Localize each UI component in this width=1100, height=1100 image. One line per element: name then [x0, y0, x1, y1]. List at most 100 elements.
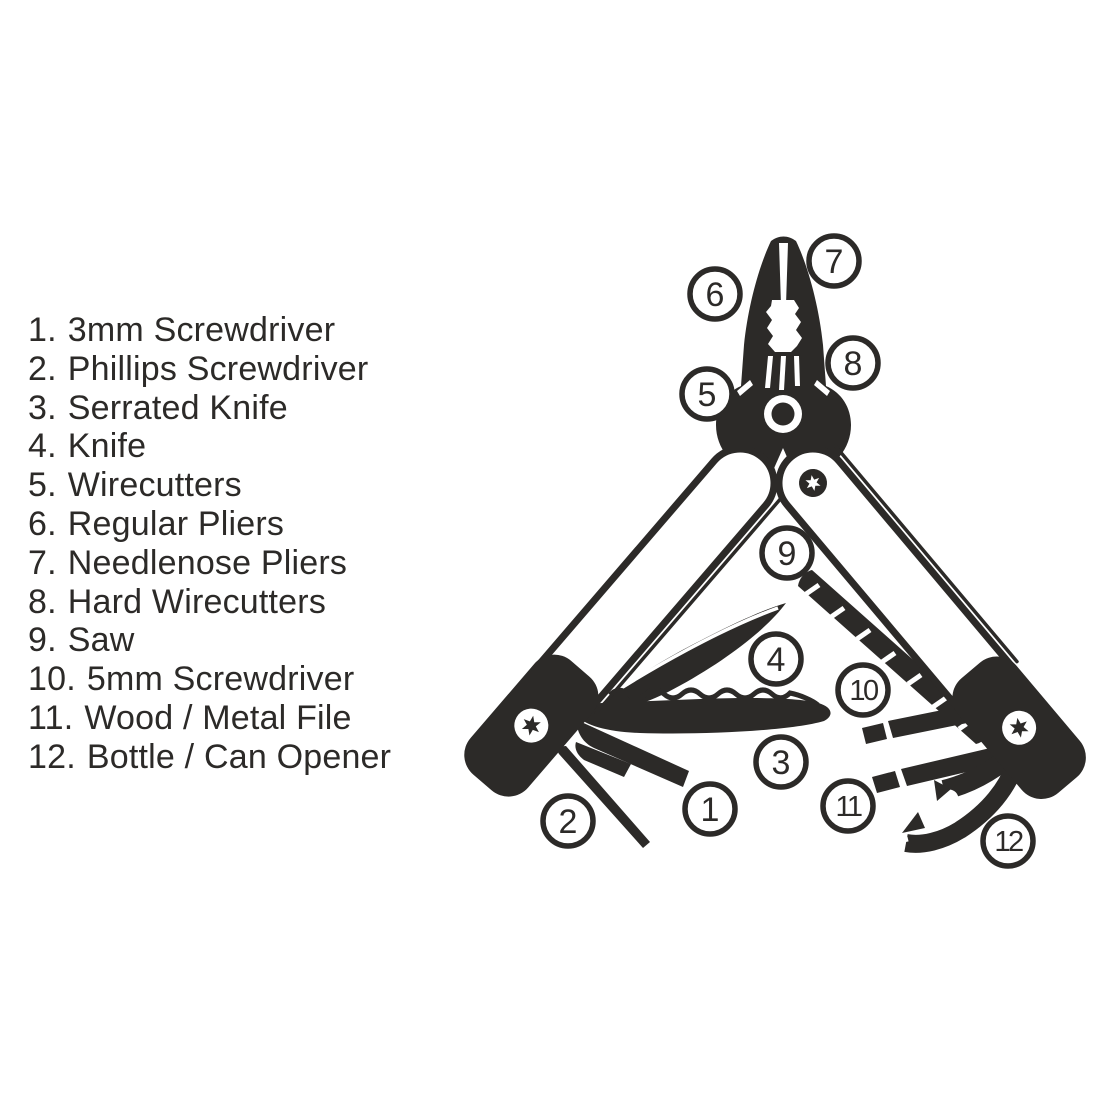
handle-edge-line: [594, 497, 782, 715]
legend-item-label: Serrated Knife: [67, 388, 288, 427]
callout-number: 5: [698, 376, 717, 414]
phillips-shaft: [557, 746, 650, 848]
legend-item-number: 12.: [28, 737, 76, 776]
legend-item: 4.Knife: [28, 427, 391, 466]
callout-8: 8: [825, 335, 881, 391]
callout-circle: [825, 335, 881, 391]
phillips-screwdriver: [557, 746, 650, 848]
callout-number: 4: [767, 641, 786, 679]
legend-item-number: 6.: [28, 504, 57, 543]
callout-6: 6: [687, 266, 743, 322]
callout-number: 9: [778, 535, 797, 573]
legend-item-label: 3mm Screwdriver: [67, 311, 336, 349]
callout-4: 4: [748, 631, 804, 687]
callout-number: 7: [825, 243, 844, 281]
legend-item-number: 9.: [28, 621, 57, 660]
legend-item: 1. 3mm Screwdriver: [28, 311, 391, 350]
callout-circle: [835, 662, 891, 718]
serrated-knife-blade: [578, 687, 831, 734]
legend-item-label: Bottle / Can Opener: [86, 737, 392, 776]
jaw-gap-slit: [779, 243, 788, 305]
file-tip: [872, 771, 900, 793]
callout-2: 2: [540, 793, 596, 849]
file-shaft: [901, 745, 1009, 786]
callout-number: 6: [706, 276, 725, 314]
callout-number: 12: [994, 826, 1023, 858]
callout-3: 3: [753, 734, 809, 790]
legend-item-label: Regular Pliers: [67, 504, 285, 543]
legend-item-number: 1.: [28, 311, 57, 349]
legend-item: 9. Saw: [28, 621, 391, 660]
legend-item: 12. Bottle / Can Opener: [28, 738, 391, 777]
callout-number: 2: [559, 803, 578, 841]
saw-tooth: [906, 672, 923, 687]
legend-item: 11. Wood / Metal File: [28, 699, 391, 738]
saw-tooth: [829, 605, 846, 620]
screwdriver-3mm-fork: [575, 742, 631, 777]
legend-item-number: 10.: [28, 660, 76, 699]
handle-edge-line: [833, 444, 1019, 664]
callout-circle: [980, 813, 1036, 869]
file-tool: [872, 745, 1009, 793]
callout-circle: [820, 778, 876, 834]
callout-1: 1: [682, 781, 738, 837]
jaw-notch-right: [814, 380, 830, 396]
opener-point: [934, 780, 951, 801]
callout-11: 11: [820, 778, 876, 834]
legend-item: 6. Regular Pliers: [28, 505, 391, 544]
right-handle: [775, 444, 1086, 799]
saw-tooth: [880, 650, 897, 665]
screwdriver-5mm-tip: [862, 723, 887, 744]
legend-list: 1.3mm Screwdriver 2.Phillips Screwdriver…: [28, 311, 391, 777]
plier-gripper-teeth: [766, 300, 802, 352]
callout-circle: [759, 525, 815, 581]
jaw-notch-left: [737, 380, 753, 396]
legend-item-number: 11.: [28, 698, 74, 737]
callout-number: 8: [844, 345, 863, 383]
torx-star-icon: [805, 475, 821, 491]
legend-item: 7. Needlenose Pliers: [28, 544, 391, 583]
callout-circle: [806, 233, 862, 289]
opener-under-slit: [873, 836, 909, 850]
callout-10: 10: [835, 662, 891, 718]
callout-circle: [540, 793, 596, 849]
callout-7: 7: [806, 233, 862, 289]
callout-circle: [679, 366, 735, 422]
legend-item: 10. 5mm Screwdriver: [28, 660, 391, 699]
legend-item-label: Phillips Screwdriver: [67, 349, 369, 388]
wirecutter-slit-right: [794, 356, 800, 386]
serrated-knife-body: [578, 698, 831, 734]
screwdriver-3mm-shaft: [576, 720, 689, 787]
opener-hook-point: [902, 812, 925, 833]
legend-item-number: 8.: [28, 582, 57, 621]
screwdriver-3mm: [575, 720, 689, 787]
saw-tooth: [804, 582, 821, 597]
callout-12: 12: [980, 813, 1036, 869]
saw-blade: [798, 570, 990, 744]
wirecutter-slit-center: [779, 356, 786, 390]
callout-number: 3: [772, 744, 791, 782]
callout-circle: [687, 266, 743, 322]
callout-9: 9: [759, 525, 815, 581]
left-handle: [464, 445, 782, 797]
callout-number: 11: [835, 791, 861, 823]
legend-item-label: 5mm Screwdriver: [86, 660, 355, 699]
callout-number: 1: [701, 791, 720, 829]
callout-circle: [753, 734, 809, 790]
saw-tooth: [855, 627, 872, 642]
legend-item-label: Wirecutters: [67, 466, 242, 505]
pivot-hole: [771, 402, 795, 426]
torx-star-icon: [521, 715, 541, 736]
legend-item: 3. Serrated Knife: [28, 389, 391, 428]
legend-item-label: Wood / Metal File: [84, 698, 352, 737]
legend-item-number: 3.: [28, 388, 57, 427]
legend-item-label: Needlenose Pliers: [67, 543, 348, 582]
legend-item: 5.Wirecutters: [28, 466, 391, 505]
legend-item-number: 7.: [28, 543, 57, 582]
serration-wave: [608, 687, 820, 707]
knife-body: [592, 603, 786, 713]
legend-item-label: Saw: [67, 621, 135, 660]
opener-curl: [904, 759, 1025, 853]
